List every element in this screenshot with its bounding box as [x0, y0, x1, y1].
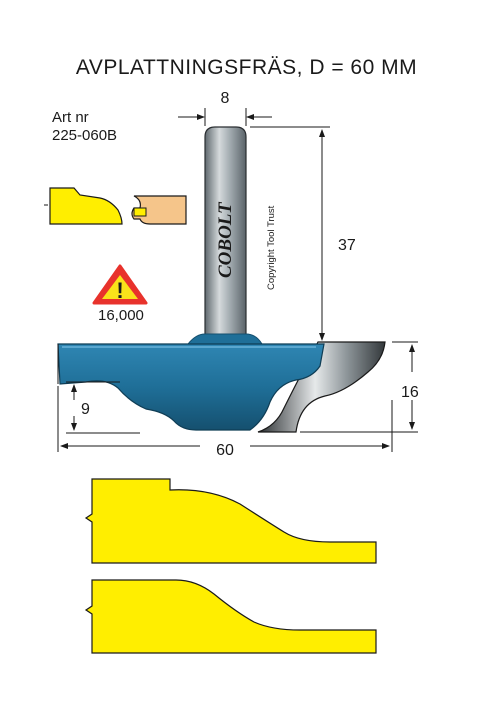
max-speed-label: 16,000: [98, 307, 144, 324]
tongue: [133, 207, 147, 217]
brand-label: COBOLT: [215, 201, 236, 278]
dim-cut-height-value: 16: [401, 384, 419, 401]
dim-shank-length: 37: [250, 126, 356, 341]
article-label: Art nr: [52, 109, 89, 126]
cutter-body: [57, 343, 325, 431]
article-info: Art nr 225-060B: [52, 109, 117, 145]
page-title: AVPLATTNINGSFRÄS, D = 60 MM: [75, 56, 418, 79]
warning-icon: !: [116, 278, 123, 303]
rail-profile: [49, 187, 123, 225]
collar: [186, 333, 263, 345]
dim-diameter: 60: [57, 386, 393, 459]
carbide-blade: [257, 341, 386, 433]
shank: [204, 126, 247, 339]
stile-wood: [131, 195, 187, 225]
profile-lower: [84, 579, 377, 654]
warning-triangle: !: [92, 264, 148, 305]
dim-shank-diameter: 8: [178, 90, 272, 126]
dim-bottom-offset-value: 9: [81, 401, 90, 418]
dim-bottom-offset: 9: [66, 381, 140, 434]
router-bit: COBOLT Copyright Tool Trust: [57, 126, 386, 433]
dim-shank-length-value: 37: [338, 237, 356, 254]
copyright-label: Copyright Tool Trust: [266, 205, 277, 290]
profile-upper: [84, 478, 377, 564]
dim-cut-height: 16: [300, 341, 419, 433]
dim-shank-diameter-value: 8: [221, 90, 230, 107]
joint-illustration: [44, 187, 187, 225]
dim-diameter-value: 60: [216, 442, 234, 459]
article-number: 225-060B: [52, 127, 118, 144]
